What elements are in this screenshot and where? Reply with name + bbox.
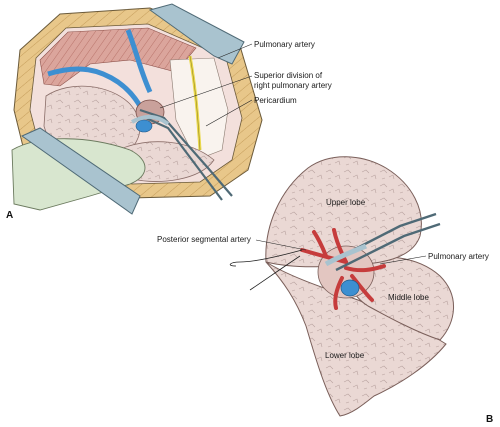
clamp-b-jaw — [324, 243, 367, 267]
label-upper-lobe: Upper lobe — [326, 198, 366, 207]
label-lower-lobe: Lower lobe — [325, 351, 365, 360]
label-posterior-segmental-artery: Posterior segmental artery — [157, 235, 251, 244]
leader-pulmonary-artery-a — [217, 43, 253, 59]
label-pulmonary-artery-b: Pulmonary artery — [428, 252, 489, 261]
leader-posterior-segmental — [255, 239, 307, 251]
pulmonary-vein — [340, 279, 360, 297]
retractor-bottom — [20, 127, 141, 215]
hilar-vessel-blue — [135, 119, 153, 133]
vascular-clamp — [139, 108, 233, 201]
panel-b-lung: Upper lobe Posterior segmental artery Pu… — [157, 156, 493, 425]
azygos-vein — [125, 29, 153, 94]
phrenic-nerve-outline — [189, 55, 201, 151]
chest-wall-muscle — [39, 27, 197, 87]
middle-lobe — [347, 256, 454, 341]
leader-pulmonary-artery-b — [379, 255, 427, 265]
label-superior-division-1: Superior division of — [254, 71, 323, 80]
leader-superior-division — [159, 75, 253, 109]
label-middle-lobe: Middle lobe — [388, 293, 429, 302]
label-pulmonary-artery-a: Pulmonary artery — [254, 40, 315, 49]
posterior-segmental-artery — [300, 228, 348, 264]
leader-pericardium — [205, 99, 253, 127]
panel-label-b: B — [486, 414, 493, 425]
label-superior-division-2: right pulmonary artery — [254, 81, 332, 90]
clamp-jaw — [131, 115, 170, 126]
retractor-top — [148, 3, 245, 65]
panel-label-a: A — [6, 210, 13, 221]
label-pericardium: Pericardium — [254, 96, 297, 105]
lower-lobe — [265, 261, 447, 417]
mediastinal-pleura — [169, 57, 229, 161]
panel-a-operative-field: Pulmonary artery Superior division of ri… — [6, 3, 332, 221]
suture-tape — [229, 249, 303, 291]
pulmonary-artery-branches — [333, 264, 386, 310]
